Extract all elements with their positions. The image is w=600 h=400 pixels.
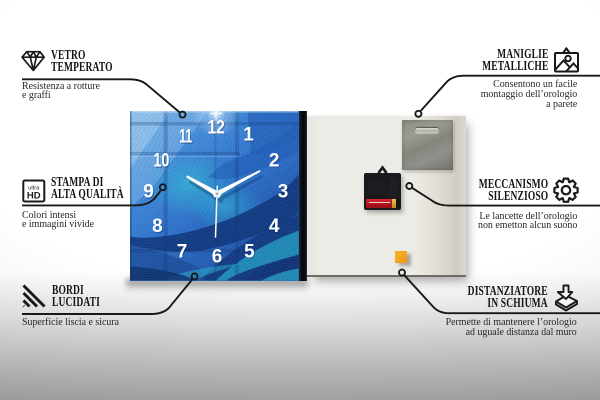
svg-text:3: 3 (278, 182, 289, 203)
svg-text:4: 4 (269, 216, 280, 237)
svg-text:2: 2 (270, 152, 281, 173)
svg-text:6: 6 (212, 247, 223, 268)
svg-text:1: 1 (243, 125, 254, 146)
svg-text:HD: HD (27, 191, 41, 202)
svg-text:1: 1 (244, 126, 255, 147)
svg-text:8: 8 (152, 216, 163, 237)
svg-text:9: 9 (144, 183, 155, 204)
svg-text:8: 8 (153, 218, 164, 239)
svg-text:11: 11 (179, 127, 192, 148)
svg-text:3: 3 (279, 183, 290, 204)
svg-text:5: 5 (244, 241, 255, 262)
svg-text:ultra: ultra (28, 186, 40, 192)
svg-text:5: 5 (245, 243, 256, 264)
svg-text:4: 4 (270, 218, 281, 239)
svg-text:11: 11 (180, 128, 193, 149)
svg-text:9: 9 (143, 182, 154, 203)
svg-text:10: 10 (154, 152, 170, 173)
svg-text:7: 7 (178, 243, 189, 264)
svg-text:12: 12 (207, 117, 224, 138)
svg-text:2: 2 (269, 150, 280, 171)
svg-text:6: 6 (213, 248, 224, 269)
svg-text:10: 10 (153, 151, 169, 172)
svg-text:7: 7 (177, 241, 188, 262)
svg-text:12: 12 (208, 119, 225, 140)
